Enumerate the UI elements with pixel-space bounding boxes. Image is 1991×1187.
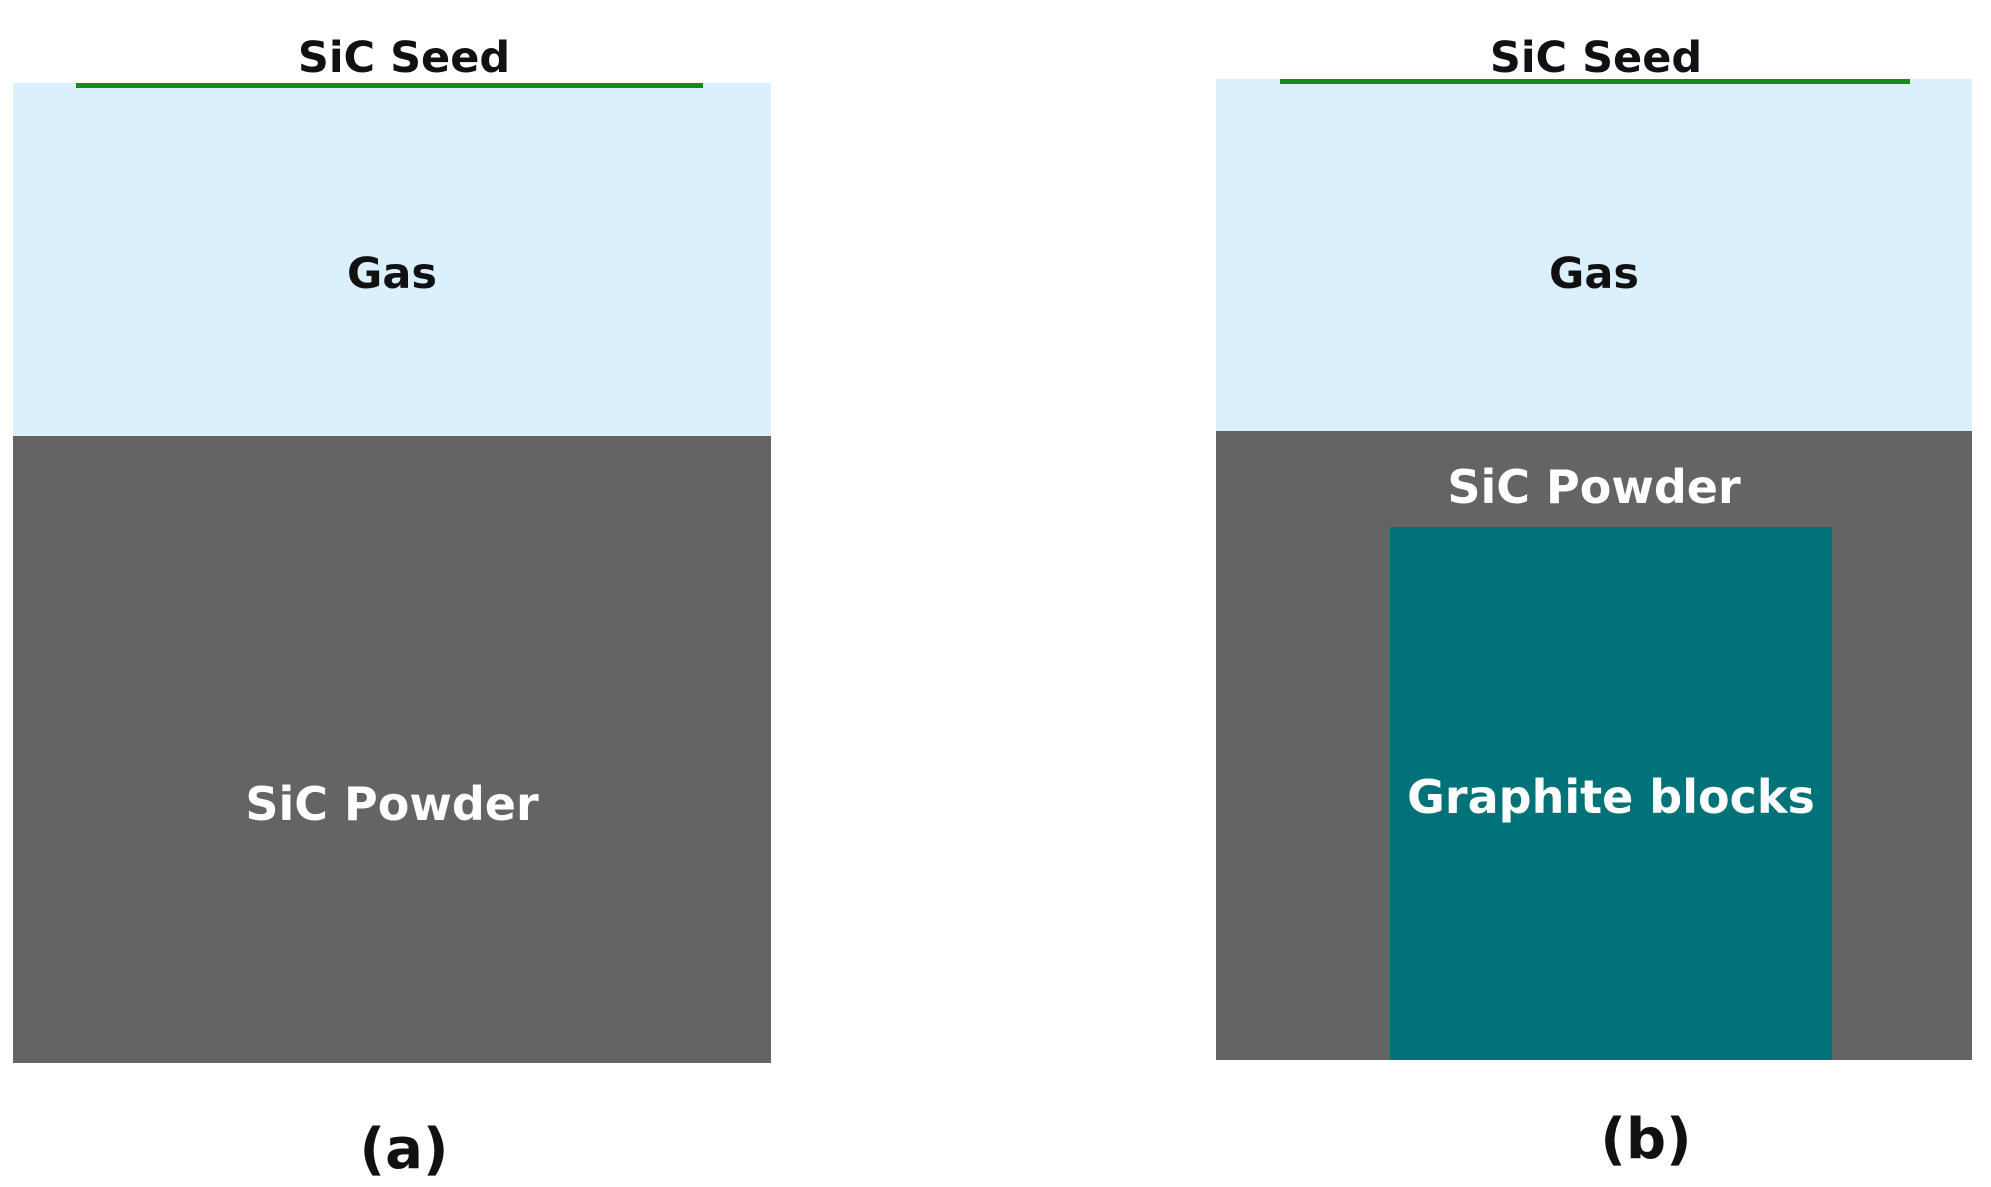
powder-region: SiC Powder Graphite blocks xyxy=(1216,431,1972,1060)
powder-label: SiC Powder xyxy=(245,777,539,831)
gas-label: Gas xyxy=(1549,249,1639,299)
panel-b: SiC Seed Gas SiC Powder Graphite blocks … xyxy=(1200,0,1991,1187)
graphite-label: Graphite blocks xyxy=(1407,770,1815,824)
panel-a: SiC Seed Gas SiC Powder (a) xyxy=(13,33,771,1182)
seed-label: SiC Seed xyxy=(297,33,511,83)
gas-region: Gas xyxy=(1216,79,1972,431)
gas-label: Gas xyxy=(347,249,437,299)
powder-region: SiC Powder xyxy=(13,436,771,1063)
panel-caption: (b) xyxy=(1600,1107,1692,1172)
seed-label: SiC Seed xyxy=(1489,33,1703,83)
panel-caption: (a) xyxy=(359,1117,449,1182)
seed-line xyxy=(1280,79,1910,84)
gas-region: Gas xyxy=(13,83,771,436)
graphite-block: Graphite blocks xyxy=(1390,527,1832,1060)
seed-line xyxy=(76,83,703,88)
powder-label: SiC Powder xyxy=(1447,460,1741,514)
